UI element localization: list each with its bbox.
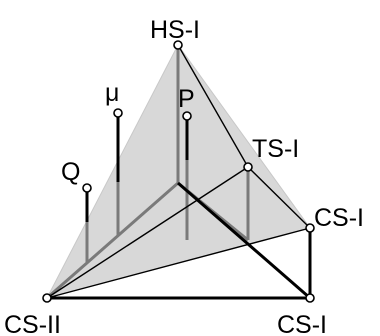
label-hs-i: HS-I [150, 16, 200, 44]
label-p: P [178, 85, 195, 113]
point-p [182, 111, 192, 121]
point-ts-i [243, 162, 253, 172]
label-q: Q [61, 158, 80, 186]
ray-cs-ii-to-ts-i [46, 166, 249, 299]
edge-line-hs-ts [177, 44, 249, 168]
point-q [82, 183, 92, 193]
label-mu: μ [105, 79, 119, 107]
label-cs-ii: CS-II [4, 311, 61, 336]
point-cs-i-right [305, 223, 315, 233]
point-hs-i [173, 40, 183, 50]
point-mu [113, 108, 123, 118]
edge-line-node-cs-i [177, 181, 311, 300]
gray-spine-cs-ii-node [46, 181, 179, 300]
point-cs-i-bottom [305, 293, 315, 303]
label-cs-i-bottom: CS-I [277, 311, 327, 336]
point-cs-ii [42, 293, 52, 303]
ray-cs-ii-to-cs-i [46, 227, 311, 299]
label-cs-i-right: CS-I [314, 204, 364, 232]
label-ts-i: TS-I [252, 135, 299, 163]
edge-line-ts-cs-i [247, 166, 311, 229]
